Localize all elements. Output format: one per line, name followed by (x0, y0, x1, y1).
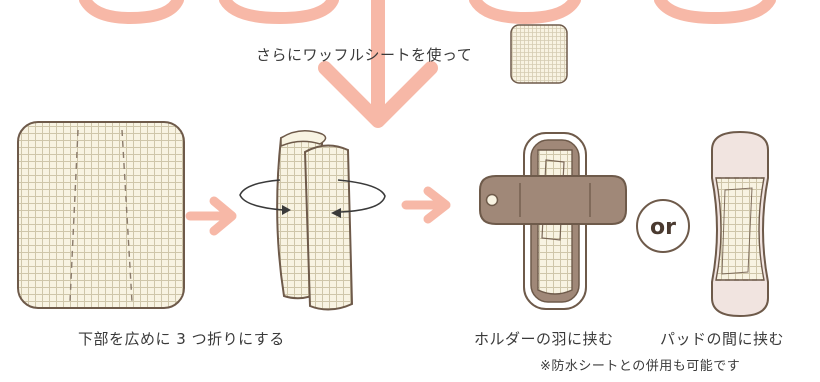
waffle-sheet-small-icon (510, 24, 568, 84)
caption-holder: ホルダーの羽に挟む (474, 330, 614, 348)
top-decorations (79, 0, 776, 25)
pad-with-sheet-icon (711, 130, 769, 318)
folded-sheet-icon (276, 130, 354, 311)
or-label: or (650, 215, 676, 240)
caption-fold: 下部を広めに 3 つ折りにする (78, 330, 285, 348)
caption-pad: パッドの間に挟む (660, 330, 785, 348)
or-badge: or (636, 199, 690, 253)
right-arrow-icon (185, 196, 237, 236)
holder-with-sheet-icon (479, 132, 627, 310)
fold-arrows-icon (239, 179, 386, 218)
caption-top: さらにワッフルシートを使って (256, 46, 473, 64)
unfolded-sheet-icon (17, 121, 185, 309)
note: ※防水シートとの併用も可能です (540, 359, 741, 374)
right-arrow-icon (401, 186, 451, 224)
down-arrow-icon (318, 0, 438, 128)
